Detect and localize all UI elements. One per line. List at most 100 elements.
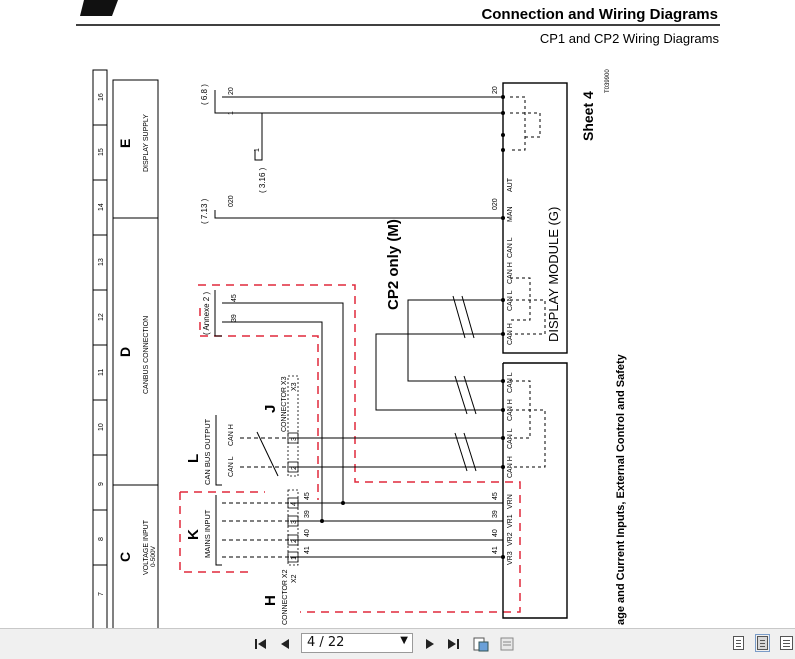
connector-x3-pin-2: 2 <box>291 466 298 470</box>
lm-pin-can-l-2: CAN L <box>507 428 514 449</box>
annexe-wire-45: 45 <box>231 294 238 302</box>
continuous-view-icon[interactable] <box>755 634 770 652</box>
ref-3-16: ( 3.16 ) <box>258 167 267 193</box>
ref-wire-20: 20 <box>228 87 235 95</box>
ref-6-8: ( 6.8 ) <box>200 84 209 105</box>
jcb-logo <box>80 0 118 16</box>
header-subtitle: CP1 and CP2 Wiring Diagrams <box>540 31 720 46</box>
can-output-letter: L <box>185 454 202 463</box>
mains-wire-45: 45 <box>304 492 311 500</box>
lm-pin-vr1: VR1 <box>507 514 514 528</box>
dm-wire-20: 20 <box>492 86 499 94</box>
lm-pin-vr3: VR3 <box>507 551 514 565</box>
can-output-line-l: CAN L <box>228 456 235 477</box>
header-title: Connection and Wiring Diagrams <box>481 6 718 23</box>
fit-width-icon <box>500 637 514 651</box>
section-letter: E <box>117 139 133 148</box>
dm-pin-can-l-2: CAN L <box>507 290 514 311</box>
lm-wire-41: 41 <box>492 546 499 554</box>
lm-pin-can-l-1: CAN L <box>507 372 514 393</box>
connector-x2-letter: H <box>262 595 279 606</box>
annexe-label: ( Annexe 2 ) <box>202 292 211 335</box>
section-description: CANBUS CONNECTION <box>143 316 150 394</box>
connector-x3-top: X3 <box>291 382 298 391</box>
lm-wire-39: 39 <box>492 510 499 518</box>
lm-pin-vrn: VRN <box>507 494 514 509</box>
lm-pin-can-h-2: CAN H <box>507 456 514 478</box>
cp2-boundary <box>198 284 521 613</box>
mains-wire-39: 39 <box>304 510 311 518</box>
document-page: Connection and Wiring Diagrams CP1 and C… <box>76 0 720 628</box>
lm-pin-can-h-1: CAN H <box>507 399 514 421</box>
connector-x3-title: CONNECTOR X3 <box>281 376 288 432</box>
mains-input-letter: K <box>185 529 202 540</box>
connector-x2-title: CONNECTOR X2 <box>282 569 289 625</box>
dm-pin-can-l-1: CAN L <box>507 237 514 258</box>
sheet-label: Sheet 4 <box>580 91 596 141</box>
lm-wire-45: 45 <box>492 492 499 500</box>
viewer-toolbar: 4 / 22 ▼ <box>0 628 795 659</box>
section-description: DISPLAY SUPPLY <box>143 114 150 172</box>
grid-number: 12 <box>98 313 105 321</box>
connector-x2-pin-4: 4 <box>291 502 298 506</box>
first-page-button[interactable] <box>252 629 270 659</box>
dm-pin-can-h-2: CAN H <box>507 323 514 345</box>
page-number-field[interactable]: 4 / 22 ▼ <box>301 633 413 653</box>
cp2-only-label: CP2 only (M) <box>385 219 402 310</box>
connector-x2-top: X2 <box>291 574 298 583</box>
connector-x2-pin-1: 1 <box>291 556 298 560</box>
ref-wire-1b: 1 <box>254 148 261 152</box>
section-description-sub: 0-500V <box>150 545 157 567</box>
dm-pin-aut: AUT <box>507 177 514 192</box>
can-output-line-h: CAN H <box>228 424 235 446</box>
connector-x2-pin-2: 2 <box>291 539 298 543</box>
dm-pin-can-h-1: CAN H <box>507 262 514 284</box>
can-wires <box>222 295 503 558</box>
previous-page-icon <box>281 639 289 649</box>
section-labels: E DISPLAY SUPPLY D CANBUS CONNECTION C VOLTAG… <box>117 114 157 575</box>
mains-wire-40: 40 <box>304 529 311 537</box>
lower-module-box <box>502 362 568 619</box>
connector-x3-pin-3: 3 <box>291 437 298 441</box>
side-caption: age and Current Inputs, External Control… <box>615 353 627 625</box>
fit-page-icon <box>473 637 489 652</box>
section-letter: D <box>117 347 133 357</box>
display-module-title: DISPLAY MODULE (G) <box>546 207 561 342</box>
single-page-view-icon[interactable] <box>733 636 744 650</box>
grid-number: 13 <box>98 258 105 266</box>
wiring-diagram: Connection and Wiring Diagrams CP1 and C… <box>76 0 720 628</box>
last-page-button[interactable] <box>444 629 462 659</box>
drawing-ref: T039900 <box>605 69 611 93</box>
supply-wires <box>222 96 503 219</box>
mains-input-title: MAINS INPUT <box>203 509 212 558</box>
chevron-down-icon[interactable]: ▼ <box>400 635 408 646</box>
page-number-value: 4 / 22 <box>307 635 345 650</box>
previous-page-button[interactable] <box>277 629 293 659</box>
fit-page-button[interactable] <box>470 629 492 659</box>
grid-number: 8 <box>98 537 105 541</box>
grid-number: 11 <box>98 369 105 376</box>
annexe-wire-39: 39 <box>231 314 238 322</box>
next-page-icon <box>426 639 434 649</box>
ref-7-13: ( 7.13 ) <box>200 198 209 224</box>
can-output-title: CAN BUS OUTPUT <box>203 418 212 485</box>
dm-wire-020: 020 <box>492 198 499 210</box>
first-page-icon <box>255 639 266 649</box>
grid-number: 7 <box>98 592 105 596</box>
grid-number: 10 <box>98 423 105 431</box>
grid-number: 9 <box>98 482 105 486</box>
lm-wire-40: 40 <box>492 529 499 537</box>
two-page-view-icon[interactable] <box>780 636 793 650</box>
last-page-icon <box>448 639 459 649</box>
section-description: VOLTAGE INPUT <box>143 519 150 575</box>
lm-pin-vr2: VR2 <box>507 532 514 546</box>
grid-number: 15 <box>98 148 105 156</box>
grid-number: 16 <box>98 93 105 101</box>
ref-wire-020: 020 <box>228 195 235 207</box>
fit-width-button[interactable] <box>496 629 518 659</box>
section-letter: C <box>117 552 133 562</box>
next-page-button[interactable] <box>422 629 438 659</box>
connector-x2-pin-3: 3 <box>291 520 298 524</box>
dm-pin-man: MAN <box>507 206 514 222</box>
